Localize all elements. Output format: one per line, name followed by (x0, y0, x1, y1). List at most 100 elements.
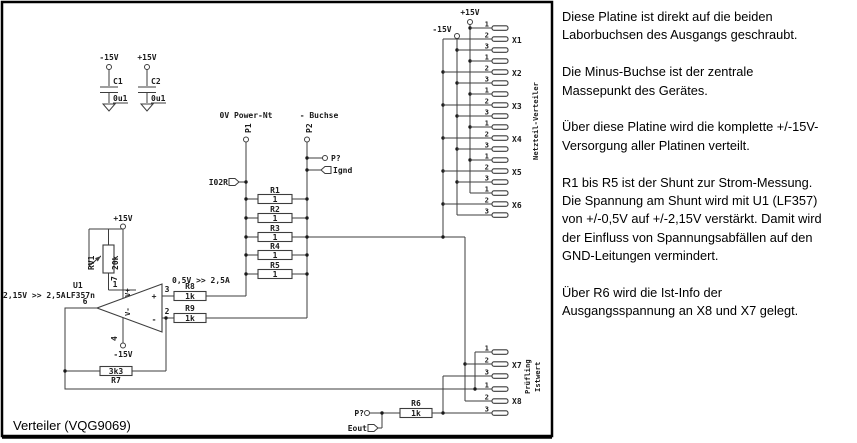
resistor-value: 3k3 (109, 367, 124, 376)
pin-number: 2 (485, 393, 489, 402)
resistor-name: R7 (111, 376, 121, 385)
cap-value: 0u1 (113, 94, 128, 103)
pin1-number: 1 (113, 280, 118, 289)
resistor-name: R4 (270, 242, 280, 251)
pin-number: 1 (485, 381, 489, 390)
pin-number: 2 (485, 356, 489, 365)
trimmer-value: 20k (111, 255, 120, 270)
resistor-r2: R2 1 (257, 205, 293, 224)
sheet-title: Verteiler (VQG9069) (13, 418, 131, 433)
resistor-value: 1 (273, 214, 278, 223)
resistor-r8: R8 1k (173, 282, 207, 302)
signal-pq-top: P? (322, 154, 341, 163)
note-paragraph: Die Minus-Buchse ist der zentrale Massep… (562, 64, 754, 98)
pin7-number: 7 (110, 276, 119, 281)
resistor-name: R5 (270, 261, 280, 270)
pin6-number: 6 (83, 297, 88, 306)
resistor-r4: R4 1 (257, 242, 293, 261)
resistor-value: 1 (273, 251, 278, 260)
pin-p1: 0V Power-Nt P1 (220, 111, 273, 143)
pin4-number: 4 (110, 336, 119, 341)
connector-x5: 1 2 3 X5 (443, 152, 522, 185)
ground-icon (101, 103, 117, 112)
connector-label: X6 (512, 201, 522, 210)
resistor-name: R1 (270, 186, 280, 195)
pq-label: P? (331, 154, 341, 163)
pin-number: 2 (485, 31, 489, 40)
pin-number: 3 (485, 108, 489, 117)
connector-label: X3 (512, 102, 522, 111)
resistor-value: 1k (411, 409, 421, 418)
minus-input-mark: - (152, 315, 157, 324)
note-paragraph: Über R6 wird die Ist-Info der Ausgangssp… (562, 285, 799, 319)
sheet-frame (0, 0, 554, 439)
pruefling-label: Prüfling (523, 359, 532, 394)
connector-label: X2 (512, 69, 522, 78)
pin-number: 1 (485, 20, 489, 29)
rail-plus15-label: +15V (460, 8, 479, 17)
wiper-arrow-icon (95, 256, 101, 262)
p2-header: - Buchse (300, 111, 339, 120)
pin-number: 3 (485, 141, 489, 150)
connector-x2: 1 2 3 X2 (443, 53, 522, 86)
resistor-r3: R3 1 (257, 224, 293, 243)
supply-label: +15V (137, 53, 156, 62)
signal-out-icon (367, 424, 379, 432)
supply-pin (144, 64, 150, 70)
ignd-label: Ignd (333, 166, 352, 175)
pin-number: 1 (485, 185, 489, 194)
i02r-label: I02R (209, 178, 228, 187)
resistor-r7: 3k3 R7 (99, 365, 133, 385)
pin-p2: - Buchse P2 (300, 111, 339, 143)
connector-label: X1 (512, 36, 522, 45)
eout-label: Eout (348, 424, 367, 433)
pin3-number: 3 (165, 285, 170, 294)
pin-number: 1 (485, 119, 489, 128)
resistor-value: 1 (273, 270, 278, 279)
supply-label: -15V (99, 53, 118, 62)
connector-label: X4 (512, 135, 522, 144)
connector-x6: 1 2 3 X6 (443, 185, 522, 218)
capacitor-c1: -15V C1 0u1 (99, 53, 128, 112)
trimmer-name: RV1 (87, 255, 96, 270)
resistor-name: R8 (185, 282, 195, 291)
pq-label: P? (354, 409, 364, 418)
pin-number: 3 (485, 405, 489, 414)
capacitor-c2: +15V C2 0u1 (137, 53, 166, 112)
trimmer-rv1: RV1 20k (87, 244, 120, 274)
connector-x4: 1 2 3 X4 (443, 119, 522, 152)
opamp-ref: U1 (73, 281, 83, 290)
resistor-r6: R6 1k (399, 399, 433, 419)
resistor-name: R9 (185, 304, 195, 313)
connector-x7: 1 2 3 X7 (443, 344, 522, 379)
schematic-panel: -15V C1 0u1 +15V C2 0u1 0V Power-Nt P1 -… (0, 0, 554, 439)
pin-number: 3 (485, 42, 489, 51)
resistor-name: R2 (270, 205, 280, 214)
notes-panel: Diese Platine ist direkt auf die beiden … (562, 8, 856, 339)
signal-out-icon (228, 178, 240, 186)
connector-label: X8 (512, 397, 522, 406)
pin2-number: 2 (165, 307, 170, 316)
vplus-mark: V+ (123, 288, 132, 297)
pin-number: 1 (485, 53, 489, 62)
pin-number: 2 (485, 130, 489, 139)
opamp-triangle (95, 283, 163, 333)
opamp-vplus-label: +15V (113, 214, 132, 223)
connector-x3: 1 2 3 X3 (443, 86, 522, 119)
pin-number: 2 (485, 97, 489, 106)
note-paragraph: Über diese Platine wird die komplette +/… (562, 119, 819, 153)
ground-icon (139, 103, 155, 112)
p2-name: P2 (305, 123, 314, 133)
signal-ignd: Ignd (320, 166, 352, 175)
note-paragraph: Diese Platine ist direkt auf die beiden … (562, 9, 798, 43)
resistor-name: R3 (270, 224, 280, 233)
gain-right-label: 0,5V >> 2,5A (172, 276, 230, 285)
pin-number: 2 (485, 64, 489, 73)
rail-minus15-label: -15V (432, 25, 451, 34)
pin-number: 1 (485, 344, 489, 353)
pin-number: 3 (485, 75, 489, 84)
p1-name: P1 (244, 123, 253, 133)
connector-label: X5 (512, 168, 522, 177)
cap-name: C1 (113, 77, 123, 86)
